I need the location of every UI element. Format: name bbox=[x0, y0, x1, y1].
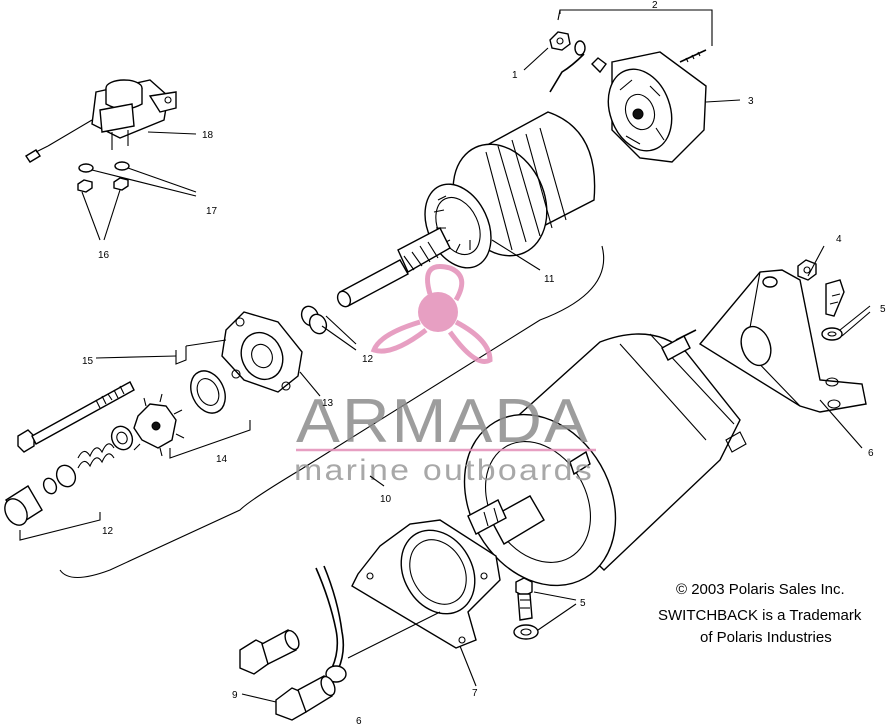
copyright-line: © 2003 Polaris Sales Inc. bbox=[676, 581, 845, 598]
lower-hardware bbox=[239, 565, 577, 721]
trademark-line: SWITCHBACK is a Trademark bbox=[658, 607, 862, 624]
callout-leaders bbox=[147, 9, 741, 487]
starter-motor-body bbox=[463, 329, 747, 587]
callout-14: 14 bbox=[216, 454, 228, 465]
pinion-gear-group bbox=[133, 370, 251, 459]
spring-collar-set bbox=[4, 425, 134, 541]
watermark-subtitle: marine outboards bbox=[294, 454, 594, 487]
upper-bracket-part bbox=[698, 245, 871, 449]
callout-10: 10 bbox=[380, 494, 392, 505]
trademark-owner-line: of Polaris Industries bbox=[700, 629, 832, 646]
callout-4: 4 bbox=[836, 234, 842, 245]
callout-1: 1 bbox=[512, 70, 518, 81]
propeller-hub-icon bbox=[418, 292, 458, 332]
callout-17: 17 bbox=[206, 206, 218, 217]
washer-nut-set bbox=[77, 161, 197, 241]
lower-mount-plate bbox=[351, 519, 501, 649]
callout-13: 13 bbox=[322, 398, 334, 409]
callout-12-upper: 12 bbox=[362, 354, 374, 365]
callout-2: 2 bbox=[652, 0, 658, 11]
callout-12-lower: 12 bbox=[102, 526, 114, 537]
propeller-blade-icon bbox=[447, 319, 493, 364]
callout-5-upper: 5 bbox=[880, 304, 886, 315]
callout-15: 15 bbox=[82, 356, 94, 367]
drive-end-plate bbox=[221, 311, 321, 397]
callout-5-lower: 5 bbox=[580, 598, 586, 609]
callout-18: 18 bbox=[202, 130, 214, 141]
assembly-guide-curve bbox=[59, 245, 605, 579]
callout-6: 6 bbox=[868, 448, 874, 459]
solenoid-part bbox=[25, 79, 177, 163]
callout-11: 11 bbox=[544, 274, 555, 285]
end-cap-assembly bbox=[549, 31, 707, 163]
watermark-logo: ARMADA marine outboards bbox=[294, 264, 596, 487]
callout-8: 6 bbox=[356, 716, 362, 725]
callout-16: 16 bbox=[98, 250, 110, 261]
bushing-pair bbox=[300, 305, 357, 351]
callout-3: 3 bbox=[748, 96, 754, 107]
callout-9: 9 bbox=[232, 690, 238, 701]
propeller-blade-icon bbox=[425, 264, 465, 302]
propeller-blade-icon bbox=[370, 319, 428, 354]
callout-7: 7 bbox=[472, 688, 478, 699]
through-bolt bbox=[17, 339, 227, 453]
watermark-title: ARMADA bbox=[296, 387, 590, 456]
armature-part bbox=[336, 111, 596, 308]
